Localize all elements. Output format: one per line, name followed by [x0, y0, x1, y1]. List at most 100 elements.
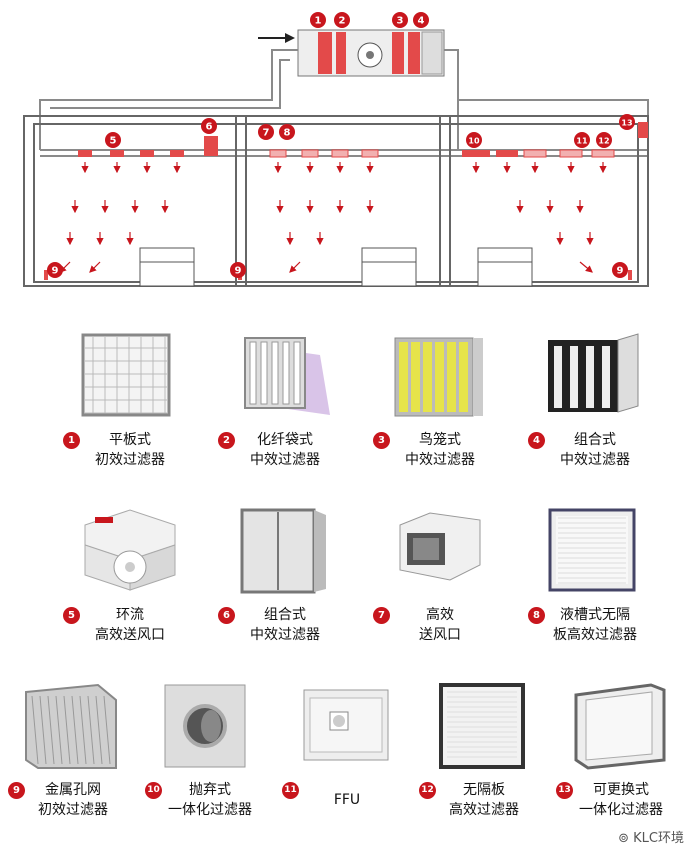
caption-line-1: 组合式: [264, 607, 306, 623]
diagram-marker: 12: [596, 132, 612, 148]
ffu-unit-icon: [292, 680, 402, 774]
caption-line-1: 组合式: [574, 432, 616, 448]
diagram-marker: 9: [230, 262, 246, 278]
svg-text:5: 5: [110, 136, 117, 147]
gel-seal-filter-icon: [540, 505, 650, 599]
ceiling-diffusers: [78, 122, 648, 158]
product-caption: 6 组合式中效过滤器: [210, 605, 360, 645]
caption-line-2: 初效过滤器: [38, 802, 108, 818]
diagram-marker: 13: [619, 114, 635, 130]
caption-line-2: 板高效过滤器: [553, 627, 637, 643]
caption-line-1: 抛弃式: [189, 782, 231, 798]
diagram-marker: 11: [574, 132, 590, 148]
diagram-marker: 8: [279, 124, 295, 140]
number-badge: 3: [373, 432, 390, 449]
number-badge: 6: [218, 607, 235, 624]
caption-line-2: 中效过滤器: [250, 627, 320, 643]
svg-text:11: 11: [576, 137, 588, 146]
svg-text:10: 10: [468, 137, 480, 146]
caption-line-1: FFU: [333, 792, 361, 808]
diagram-marker: 1: [310, 12, 326, 28]
caption-line-1: 无隔板: [463, 782, 505, 798]
caption-line-2: 高效送风口: [95, 627, 165, 643]
svg-text:4: 4: [418, 16, 425, 27]
svg-text:9: 9: [617, 266, 624, 277]
product-item: 10 抛弃式一体化过滤器: [145, 680, 275, 845]
number-badge: 2: [218, 432, 235, 449]
return-vents: [44, 270, 632, 280]
number-badge: 9: [8, 782, 25, 799]
number-badge: 4: [528, 432, 545, 449]
product-caption: 7 高效送风口: [365, 605, 515, 645]
room-equipment: [139, 247, 533, 287]
number-badge: 11: [282, 782, 299, 799]
panel-filter-icon: [75, 330, 185, 424]
caption-line-1: 鸟笼式: [419, 432, 461, 448]
number-badge: 12: [419, 782, 436, 799]
svg-text:9: 9: [52, 266, 59, 277]
caption-line-1: 液槽式无隔: [560, 607, 630, 623]
building-outline: [23, 115, 649, 287]
caption-line-2: 送风口: [419, 627, 461, 643]
diagram-marker: 10: [466, 132, 482, 148]
product-item: 3 鸟笼式中效过滤器: [365, 330, 515, 495]
number-badge: 1: [63, 432, 80, 449]
intake-arrow: [258, 33, 295, 43]
caption-line-2: 高效过滤器: [449, 802, 519, 818]
diagram-marker: 7: [258, 124, 274, 140]
caption-line-1: 平板式: [109, 432, 151, 448]
caption-line-1: 可更换式: [593, 782, 649, 798]
product-item: 6 组合式中效过滤器: [210, 505, 360, 670]
product-caption: 4 组合式中效过滤器: [520, 430, 670, 470]
caption-line-2: 中效过滤器: [560, 452, 630, 468]
diagram-marker: 9: [612, 262, 628, 278]
svg-text:1: 1: [315, 16, 322, 27]
v-bank-filter-icon: [540, 330, 650, 424]
bag-filter-icon: [230, 330, 340, 424]
caption-line-1: 高效: [426, 607, 454, 623]
watermark: ⊚ KLC环境: [618, 831, 684, 846]
combined-filter-icon: [230, 505, 340, 599]
caption-line-2: 中效过滤器: [405, 452, 475, 468]
caption-line-2: 一体化过滤器: [579, 802, 663, 818]
caption-line-1: 环流: [116, 607, 144, 623]
product-item: 9 金属孔网初效过滤器: [8, 680, 138, 845]
caption-line-1: 化纤袋式: [257, 432, 313, 448]
product-caption: 10 抛弃式一体化过滤器: [145, 780, 275, 820]
swirl-diffuser-icon: [75, 505, 185, 599]
number-badge: 7: [373, 607, 390, 624]
supply-box-icon: [385, 505, 495, 599]
metal-mesh-filter-icon: [18, 680, 128, 774]
svg-text:7: 7: [263, 128, 270, 139]
svg-text:9: 9: [235, 266, 242, 277]
diagram-marker: 2: [334, 12, 350, 28]
svg-text:12: 12: [598, 137, 609, 146]
product-item: 12 无隔板高效过滤器: [419, 680, 549, 845]
product-item: 4 组合式中效过滤器: [520, 330, 670, 495]
diagram-marker: 5: [105, 132, 121, 148]
svg-text:8: 8: [284, 128, 291, 139]
product-caption: 12 无隔板高效过滤器: [419, 780, 549, 820]
air-handling-unit: [297, 29, 445, 77]
number-badge: 10: [145, 782, 162, 799]
product-caption: 3 鸟笼式中效过滤器: [365, 430, 515, 470]
svg-text:2: 2: [339, 16, 346, 27]
replaceable-filter-icon: [566, 680, 676, 774]
caption-line-1: 金属孔网: [45, 782, 101, 798]
svg-text:6: 6: [206, 122, 213, 133]
diagram-marker: 6: [201, 118, 217, 134]
disposable-filter-icon: [155, 680, 265, 774]
caption-line-2: 一体化过滤器: [168, 802, 252, 818]
airflow-arrows: [59, 162, 607, 273]
svg-text:13: 13: [621, 119, 632, 128]
cage-filter-icon: [385, 330, 495, 424]
